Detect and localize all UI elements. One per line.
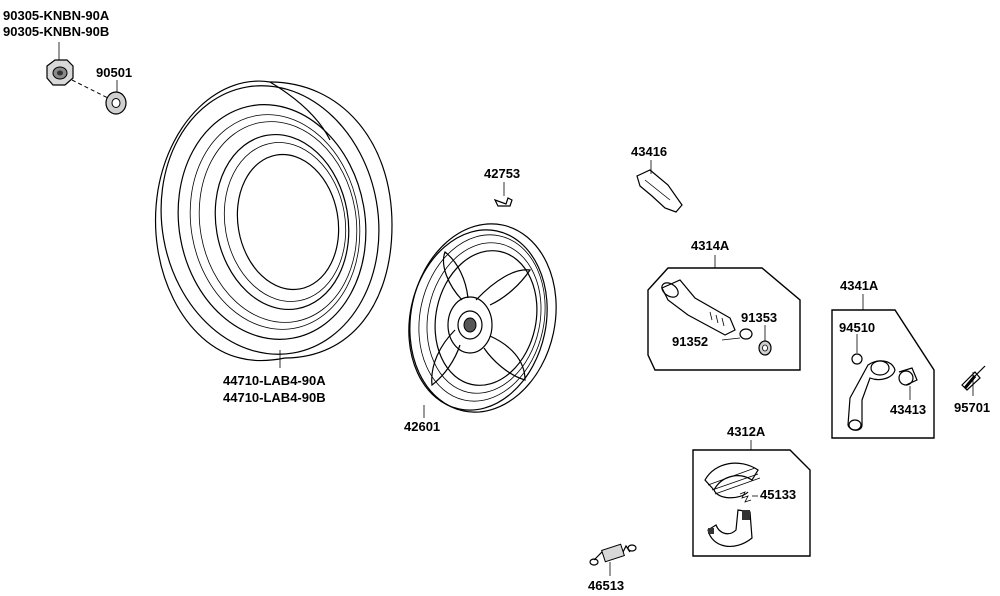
- brake-shoe-upper-icon: [704, 462, 761, 499]
- part-number-46513: 46513: [588, 578, 625, 593]
- valve-icon: [493, 182, 513, 207]
- brake-arm-set-box: [831, 294, 935, 439]
- part-number-91352: 91352: [672, 334, 709, 349]
- o-ring-91353-icon: [758, 325, 772, 356]
- part-number-arm-set: 4341A: [840, 278, 879, 293]
- flange-nut-icon: [46, 42, 74, 86]
- spring-46513-icon: [589, 543, 637, 576]
- brake-shoe-set-box: [692, 440, 811, 557]
- part-number-tire-b: 44710-LAB4-90B: [223, 390, 326, 405]
- part-number-shield: 43416: [631, 144, 668, 159]
- camshaft-set-box: [647, 255, 801, 371]
- circlip-icon: [851, 334, 863, 365]
- pin-icon: [898, 367, 918, 400]
- washer-icon: [105, 80, 127, 115]
- tire-icon: [154, 80, 393, 368]
- part-number-camshaft-set: 4314A: [691, 238, 730, 253]
- camshaft-icon: [661, 279, 736, 336]
- part-number-wheel: 42601: [404, 419, 441, 434]
- o-ring-91352-icon: [721, 328, 753, 341]
- wheel-rim-icon: [408, 223, 557, 418]
- part-number-washer: 90501: [96, 65, 133, 80]
- part-number-91353: 91353: [741, 310, 778, 325]
- spring-45133-icon: [739, 491, 758, 503]
- assembly-line: [71, 79, 109, 99]
- bolt-icon: [961, 365, 986, 396]
- brake-shield-icon: [636, 160, 683, 213]
- part-number-tire-a: 44710-LAB4-90A: [223, 373, 326, 388]
- part-number-nut-a: 90305-KNBN-90A: [3, 8, 110, 23]
- part-number-94510: 94510: [839, 320, 876, 335]
- part-number-valve: 42753: [484, 166, 521, 181]
- part-number-45133: 45133: [760, 487, 797, 502]
- part-number-43413: 43413: [890, 402, 927, 417]
- part-number-shoe-set: 4312A: [727, 424, 766, 439]
- part-number-nut-b: 90305-KNBN-90B: [3, 24, 110, 39]
- brake-shoe-lower-icon: [707, 509, 753, 547]
- brake-arm-icon: [847, 360, 896, 431]
- part-number-95701: 95701: [954, 400, 991, 415]
